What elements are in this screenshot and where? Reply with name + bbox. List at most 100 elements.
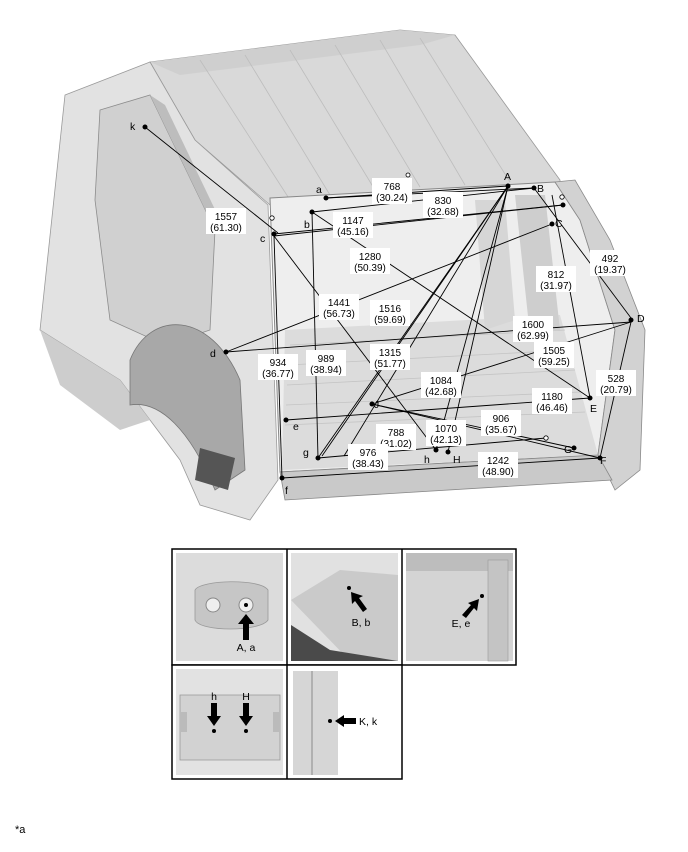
- dim-976: 976(38.43): [348, 444, 388, 470]
- svg-text:1147: 1147: [342, 216, 364, 227]
- point-label-G: G: [564, 444, 572, 456]
- dim-1441: 1441(56.73): [319, 294, 359, 320]
- svg-text:528: 528: [608, 374, 625, 385]
- svg-text:(61.30): (61.30): [210, 223, 242, 234]
- svg-text:768: 768: [384, 182, 401, 193]
- dim-1516: 1516(59.69): [370, 300, 410, 326]
- point-label-f: f: [285, 485, 288, 497]
- dim-934: 934(36.77): [258, 354, 298, 380]
- svg-text:(31.97): (31.97): [540, 281, 572, 292]
- arrow-icon: [351, 592, 367, 612]
- arrow-icon: [335, 715, 356, 727]
- dim-1505: 1505(59.25): [534, 342, 574, 368]
- point-label-g: g: [303, 447, 309, 459]
- dim-1084: 1084(42.68): [421, 372, 461, 398]
- dimension-labels: 768(30.24) 830(32.68) 1147(45.16) 1557(6…: [206, 178, 636, 478]
- detail-label-h: h: [211, 691, 217, 703]
- svg-text:(56.73): (56.73): [323, 309, 355, 320]
- svg-text:(38.94): (38.94): [310, 365, 342, 376]
- svg-text:(35.67): (35.67): [485, 425, 517, 436]
- point-label-F: F: [600, 455, 606, 467]
- dim-1070: 1070(42.13): [426, 420, 466, 446]
- svg-text:(45.16): (45.16): [337, 227, 369, 238]
- point-label-E: E: [590, 403, 597, 415]
- dim-492: 492(19.37): [590, 250, 630, 276]
- detail-label-k: K, k: [359, 716, 378, 728]
- point-label-B: B: [537, 183, 544, 195]
- svg-text:1516: 1516: [379, 304, 402, 315]
- svg-text:1280: 1280: [359, 252, 382, 263]
- dim-528: 528(20.79): [596, 370, 636, 396]
- svg-text:(36.77): (36.77): [262, 369, 294, 380]
- svg-text:492: 492: [602, 254, 619, 265]
- point-label-C: C: [555, 218, 563, 230]
- svg-text:1242: 1242: [487, 456, 510, 467]
- dim-1557: 1557(61.30): [206, 208, 246, 234]
- dim-1180: 1180(46.46): [532, 388, 572, 414]
- detail-panel-k: K, k: [291, 669, 398, 775]
- detail-panel-e: E, e: [406, 553, 513, 662]
- point-label-k: k: [130, 121, 136, 133]
- point-label-A: A: [504, 171, 511, 183]
- svg-text:1180: 1180: [541, 392, 563, 403]
- dim-1315: 1315(51.77): [370, 344, 410, 370]
- point-label-H: H: [453, 454, 461, 466]
- svg-text:934: 934: [270, 358, 287, 369]
- detail-panels: A, a B, b E, e: [171, 548, 517, 780]
- svg-text:(19.37): (19.37): [594, 265, 626, 276]
- dim-906: 906(35.67): [481, 410, 521, 436]
- detail-panel-a: A, a: [176, 553, 283, 661]
- point-label-b: b: [304, 219, 310, 231]
- svg-text:788: 788: [388, 428, 405, 439]
- svg-text:830: 830: [435, 196, 452, 207]
- dim-812: 812(31.97): [536, 266, 576, 292]
- svg-text:(42.13): (42.13): [430, 435, 462, 446]
- svg-text:(59.69): (59.69): [374, 315, 406, 326]
- svg-text:(50.39): (50.39): [354, 263, 386, 274]
- svg-text:(46.46): (46.46): [536, 403, 568, 414]
- arrow-icon: [238, 614, 254, 640]
- svg-text:(38.43): (38.43): [352, 459, 384, 470]
- arrow-icon: [207, 703, 221, 726]
- svg-text:(51.77): (51.77): [374, 359, 406, 370]
- svg-text:(48.90): (48.90): [482, 467, 514, 478]
- point-labels: k a A B b c C d D E e J g f h H G F: [130, 121, 645, 497]
- svg-text:(31.02): (31.02): [380, 439, 412, 450]
- svg-text:(20.79): (20.79): [600, 385, 632, 396]
- dim-768: 768(30.24): [372, 178, 412, 204]
- dim-1242: 1242(48.90): [478, 452, 518, 478]
- svg-text:1600: 1600: [522, 320, 545, 331]
- point-label-c: c: [260, 233, 265, 245]
- footnote: *a: [15, 824, 26, 836]
- dim-1147: 1147(45.16): [333, 212, 373, 238]
- svg-text:1084: 1084: [430, 376, 453, 387]
- svg-text:(30.24): (30.24): [376, 193, 408, 204]
- svg-text:976: 976: [360, 448, 377, 459]
- detail-label-a: A, a: [237, 642, 256, 654]
- svg-text:1557: 1557: [215, 212, 238, 223]
- svg-text:906: 906: [493, 414, 510, 425]
- detail-panel-h: h H: [176, 669, 283, 775]
- svg-text:1315: 1315: [379, 348, 402, 359]
- point-label-h: h: [424, 454, 430, 466]
- dim-1280: 1280(50.39): [350, 248, 390, 274]
- svg-text:812: 812: [548, 270, 565, 281]
- svg-text:989: 989: [318, 354, 335, 365]
- svg-text:1070: 1070: [435, 424, 458, 435]
- svg-text:(32.68): (32.68): [427, 207, 459, 218]
- point-label-D: D: [637, 313, 645, 325]
- point-label-d: d: [210, 348, 216, 360]
- point-label-a: a: [316, 184, 322, 196]
- point-label-e: e: [293, 421, 299, 433]
- svg-text:(42.68): (42.68): [425, 387, 457, 398]
- svg-text:1441: 1441: [328, 298, 351, 309]
- detail-label-H: H: [242, 691, 250, 703]
- arrow-icon: [462, 599, 479, 618]
- dim-989: 989(38.94): [306, 350, 346, 376]
- svg-text:(62.99): (62.99): [517, 331, 549, 342]
- dim-1600: 1600(62.99): [513, 316, 553, 342]
- point-label-J: J: [374, 399, 379, 411]
- arrow-icon: [239, 703, 253, 726]
- detail-label-e: E, e: [452, 618, 471, 630]
